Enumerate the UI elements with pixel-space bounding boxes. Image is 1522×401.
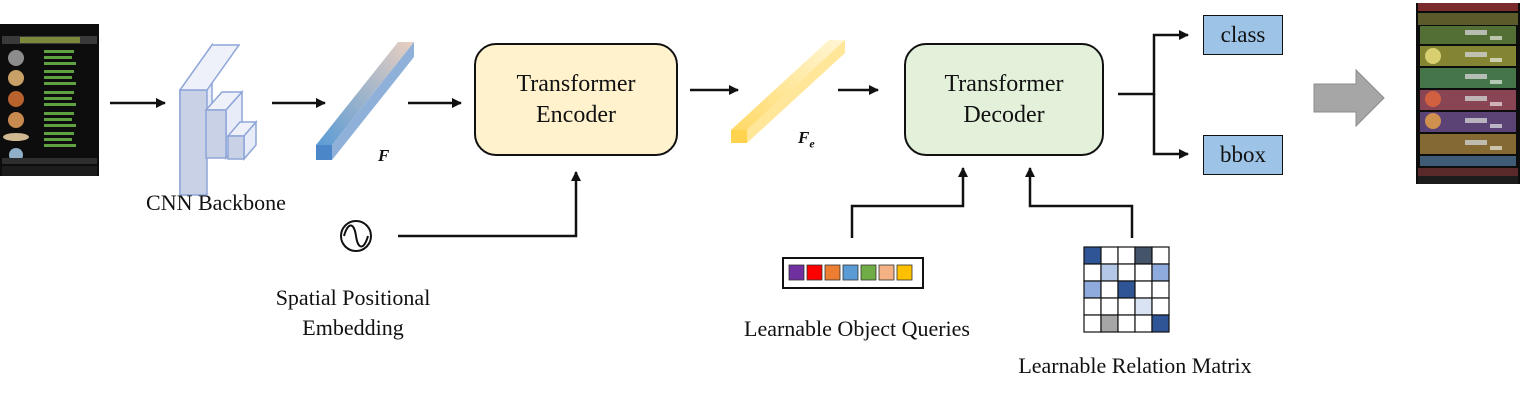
object-query-cell: [806, 264, 823, 281]
relation-matrix-cell: [1151, 246, 1170, 265]
decoder-line2: Decoder: [963, 101, 1045, 128]
relation-matrix-cell: [1134, 280, 1153, 299]
relation-matrix-cell: [1083, 263, 1102, 282]
relation-matrix-cell: [1134, 263, 1153, 282]
relation-matrix-cell: [1100, 246, 1119, 265]
relation-matrix-cell: [1083, 314, 1102, 333]
relation-matrix-cell: [1117, 297, 1136, 316]
relation-matrix-cell: [1100, 263, 1119, 282]
relation-matrix-cell: [1100, 280, 1119, 299]
big-grey-arrow-icon: [1313, 68, 1385, 128]
feature-fe-label: Fe: [798, 128, 815, 151]
output-screenshot: [1416, 3, 1520, 184]
relation-matrix-cell: [1134, 314, 1153, 333]
feature-map-fe-icon: [731, 40, 845, 143]
feature-fe-subscript: e: [809, 136, 815, 151]
object-query-cell: [878, 264, 895, 281]
decoder-line1: Transformer: [944, 70, 1064, 97]
relation-matrix-grid: [1083, 246, 1170, 333]
object-query-cell: [896, 264, 913, 281]
transformer-decoder-box: Transformer Decoder: [904, 43, 1104, 156]
relation-matrix-cell: [1117, 314, 1136, 333]
class-output-box: class: [1203, 15, 1283, 55]
encoder-line1: Transformer: [516, 70, 636, 97]
relation-matrix-cell: [1083, 246, 1102, 265]
relation-matrix-cell: [1083, 297, 1102, 316]
relation-matrix-cell: [1134, 246, 1153, 265]
object-query-cell: [788, 264, 805, 281]
spatial-embedding-line1: Spatial Positional: [275, 285, 431, 310]
object-query-cell: [824, 264, 841, 281]
bbox-output-box: bbox: [1203, 135, 1283, 175]
cnn-backbone-icon: [178, 42, 258, 198]
object-query-cell: [860, 264, 877, 281]
relation-matrix-cell: [1134, 297, 1153, 316]
object-queries-label: Learnable Object Queries: [744, 316, 970, 341]
relation-matrix-cell: [1117, 263, 1136, 282]
encoder-line2: Encoder: [536, 101, 616, 128]
object-query-cell: [842, 264, 859, 281]
input-screenshot: [0, 24, 99, 176]
cnn-backbone-label: CNN Backbone: [146, 190, 286, 215]
relation-matrix-cell: [1117, 280, 1136, 299]
transformer-encoder-box: Transformer Encoder: [474, 43, 678, 156]
relation-matrix-cell: [1083, 280, 1102, 299]
sine-wave-icon: [340, 220, 372, 252]
spatial-embedding-line2: Embedding: [302, 315, 404, 340]
relation-matrix-cell: [1151, 297, 1170, 316]
relation-matrix-cell: [1151, 280, 1170, 299]
relation-matrix-cell: [1100, 297, 1119, 316]
spatial-embedding-label: Spatial Positional Embedding: [248, 283, 458, 343]
feature-map-f-icon: [316, 42, 414, 160]
relation-matrix-label: Learnable Relation Matrix: [1018, 353, 1252, 378]
relation-matrix-cell: [1151, 263, 1170, 282]
feature-fe-main: F: [798, 128, 810, 147]
object-query-cells: [788, 264, 913, 281]
relation-matrix-cell: [1151, 314, 1170, 333]
relation-matrix-cell: [1100, 314, 1119, 333]
feature-f-label: F: [378, 146, 390, 165]
relation-matrix-cell: [1117, 246, 1136, 265]
flow-arrows: [110, 30, 1189, 238]
